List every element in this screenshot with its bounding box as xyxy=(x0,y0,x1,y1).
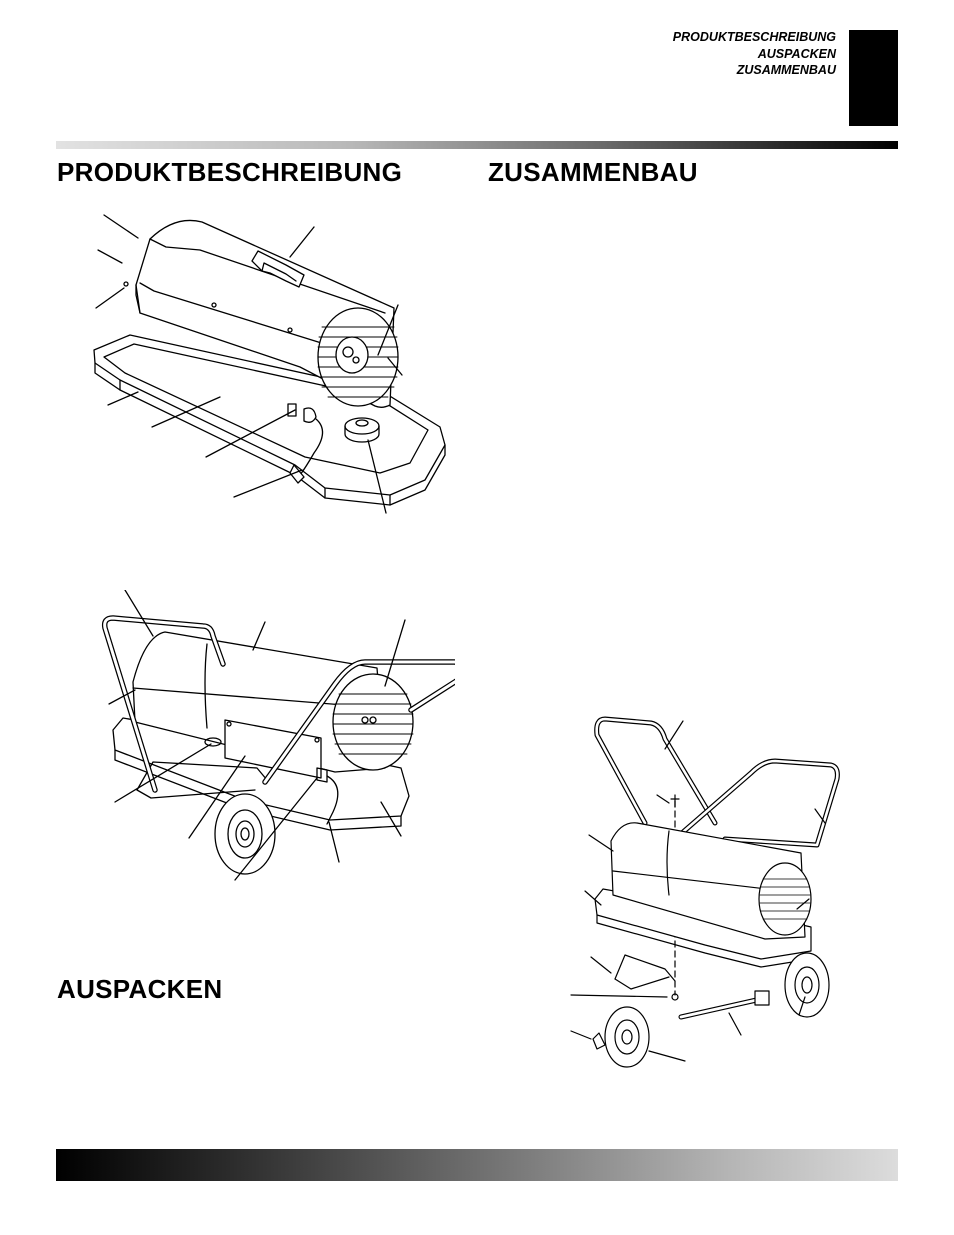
running-head-line-2: AUSPACKEN xyxy=(757,46,836,61)
running-head-line-1: PRODUKTBESCHREIBUNG xyxy=(672,30,836,44)
section-tab xyxy=(849,30,898,126)
running-head: PRODUKTBESCHREIBUNG AUSPACKEN ZUSAMMENBA… xyxy=(673,29,836,79)
heading-produktbeschreibung: PRODUKTBESCHREIBUNG xyxy=(57,157,403,187)
running-head-line-3: ZUSAMMENBAU xyxy=(736,63,836,77)
heading-zusammenbau: ZUSAMMENBAU xyxy=(488,157,698,187)
heading-auspacken: AUSPACKEN xyxy=(57,974,223,1004)
heater-with-wheel-frame-illustration xyxy=(95,590,455,890)
top-gradient-rule xyxy=(56,141,898,149)
bottom-gradient-bar xyxy=(56,1149,898,1181)
heater-without-frame-illustration xyxy=(90,195,455,520)
wheel-frame-assembly-exploded-illustration xyxy=(565,715,865,1070)
